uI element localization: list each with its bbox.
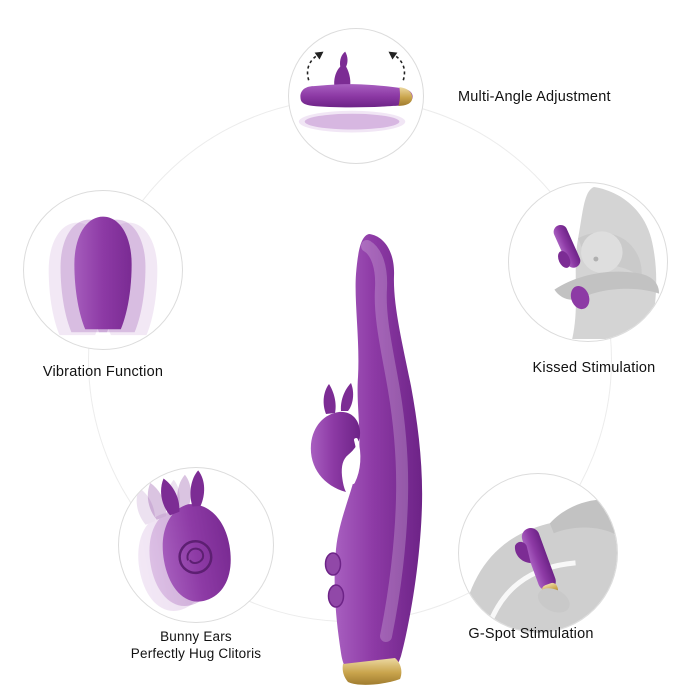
shaft [334,234,423,671]
feature-circle-bunny-ears [118,467,274,623]
control-buttons [324,552,345,608]
vibrating-tip-icon [48,216,158,336]
product-image [310,234,423,685]
feature-label-multi-angle: Multi-Angle Adjustment [458,89,611,105]
arm-gap-highlight [351,438,361,484]
feature-label-g-spot: G-Spot Stimulation [468,626,594,642]
feature-label-bunny-ears-line2: Perfectly Hug Clitoris [130,645,262,661]
feature-circle-g-spot [458,473,618,633]
feature-label-bunny-ears: Bunny Ears Perfectly Hug Clitoris [86,629,306,663]
bent-product-with-rotation-arrows-icon [298,51,413,133]
bunny-ears-closeup-icon [125,468,239,616]
feature-label-vibration: Vibration Function [42,364,164,380]
gold-base [342,658,402,685]
feature-circle-kissed [508,182,668,342]
feature-circle-multi-angle [288,28,424,164]
body-silhouette-with-product-icon [460,499,617,632]
bunny-ears-arm [310,383,361,492]
feature-label-bunny-ears-line1: Bunny Ears [160,629,232,644]
torso-silhouette-with-product-icon [553,186,660,340]
feature-label-kissed: Kissed Stimulation [532,360,656,376]
feature-circle-vibration [23,190,183,350]
